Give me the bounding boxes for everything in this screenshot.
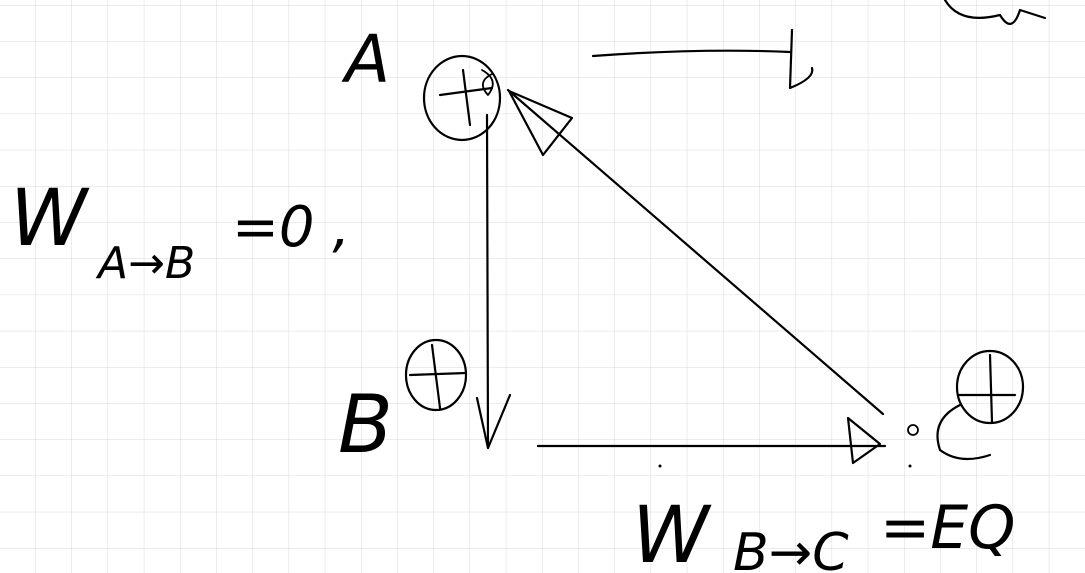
dot-2 (908, 464, 912, 468)
label-work-bc: W (632, 491, 712, 573)
segment-a-b (485, 113, 490, 450)
charge-c (907, 349, 1025, 461)
label-work-bc-equals: =EQ (880, 493, 1015, 563)
label-work-ab: W (10, 174, 90, 264)
arrowhead-c (846, 416, 882, 465)
arrowhead-b (475, 393, 512, 450)
scribble-top-right (943, 0, 1047, 25)
charge-a (422, 54, 502, 142)
dot-1 (658, 464, 662, 468)
label-point-b: B (338, 378, 393, 471)
label-work-bc-subscript: B→C (733, 523, 849, 573)
label-work-ab-subscript: A→B (95, 238, 195, 289)
arrowhead-a (507, 89, 574, 157)
charge-b (404, 338, 468, 412)
label-point-a: A (341, 21, 390, 98)
label-work-ab-equals: =0 , (232, 195, 350, 260)
segment-c-a (506, 88, 885, 416)
field-arrow-head (788, 28, 814, 90)
field-arrow (591, 49, 792, 58)
